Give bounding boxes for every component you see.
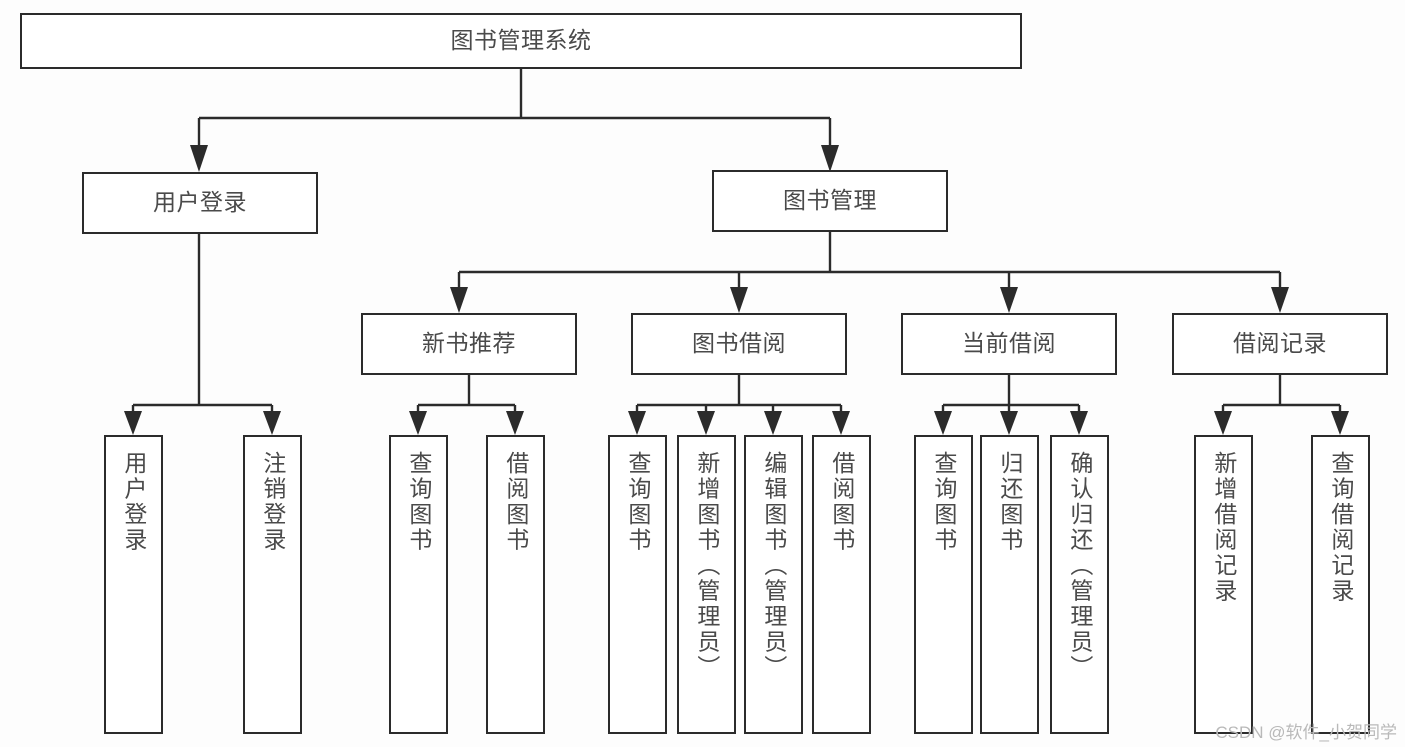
leaf-current-borrow-confirm-return[interactable]: 确认归还（管理员） [1050, 435, 1109, 734]
node-root-book-management-system[interactable]: 图书管理系统 [20, 13, 1022, 69]
leaf-book-borrow-add[interactable]: 新增图书（管理员） [677, 435, 736, 734]
leaf-book-borrow-query[interactable]: 查询图书 [608, 435, 667, 734]
node-borrow-record[interactable]: 借阅记录 [1172, 313, 1388, 375]
node-label: 新增借阅记录 [1210, 451, 1237, 604]
leaf-new-book-query[interactable]: 查询图书 [389, 435, 448, 734]
node-label: 图书借阅 [692, 330, 786, 357]
node-label: 查询图书 [624, 451, 651, 553]
node-label: 查询借阅记录 [1327, 451, 1354, 604]
node-label: 借阅图书 [502, 451, 529, 553]
leaf-borrow-record-add[interactable]: 新增借阅记录 [1194, 435, 1253, 734]
leaf-user-login-logout[interactable]: 注销登录 [243, 435, 302, 734]
node-label: 用户登录 [153, 189, 247, 216]
node-label: 新增图书（管理员） [693, 451, 720, 681]
node-current-borrow[interactable]: 当前借阅 [901, 313, 1117, 375]
node-label: 查询图书 [930, 451, 957, 553]
leaf-current-borrow-return[interactable]: 归还图书 [980, 435, 1039, 734]
leaf-book-borrow-edit[interactable]: 编辑图书（管理员） [744, 435, 803, 734]
node-user-login[interactable]: 用户登录 [82, 172, 318, 234]
node-label: 当前借阅 [962, 330, 1056, 357]
node-label: 图书管理系统 [450, 27, 592, 54]
node-new-book-recommend[interactable]: 新书推荐 [361, 313, 577, 375]
node-label: 新书推荐 [422, 330, 516, 357]
csdn-watermark: CSDN @软件_小贺同学 [1215, 723, 1397, 742]
node-label: 借阅图书 [828, 451, 855, 553]
node-book-borrow[interactable]: 图书借阅 [631, 313, 847, 375]
leaf-borrow-record-query[interactable]: 查询借阅记录 [1311, 435, 1370, 734]
node-label: 图书管理 [783, 187, 877, 214]
node-label: 用户登录 [120, 451, 147, 553]
leaf-new-book-borrow[interactable]: 借阅图书 [486, 435, 545, 734]
leaf-current-borrow-query[interactable]: 查询图书 [914, 435, 973, 734]
node-label: 借阅记录 [1233, 330, 1327, 357]
node-label: 归还图书 [996, 451, 1023, 553]
node-label: 编辑图书（管理员） [760, 451, 787, 681]
leaf-user-login-login[interactable]: 用户登录 [104, 435, 163, 734]
node-book-management[interactable]: 图书管理 [712, 170, 948, 232]
node-label: 查询图书 [405, 451, 432, 553]
node-label: 注销登录 [259, 451, 286, 553]
node-label: 确认归还（管理员） [1066, 451, 1093, 681]
leaf-book-borrow-borrow[interactable]: 借阅图书 [812, 435, 871, 734]
